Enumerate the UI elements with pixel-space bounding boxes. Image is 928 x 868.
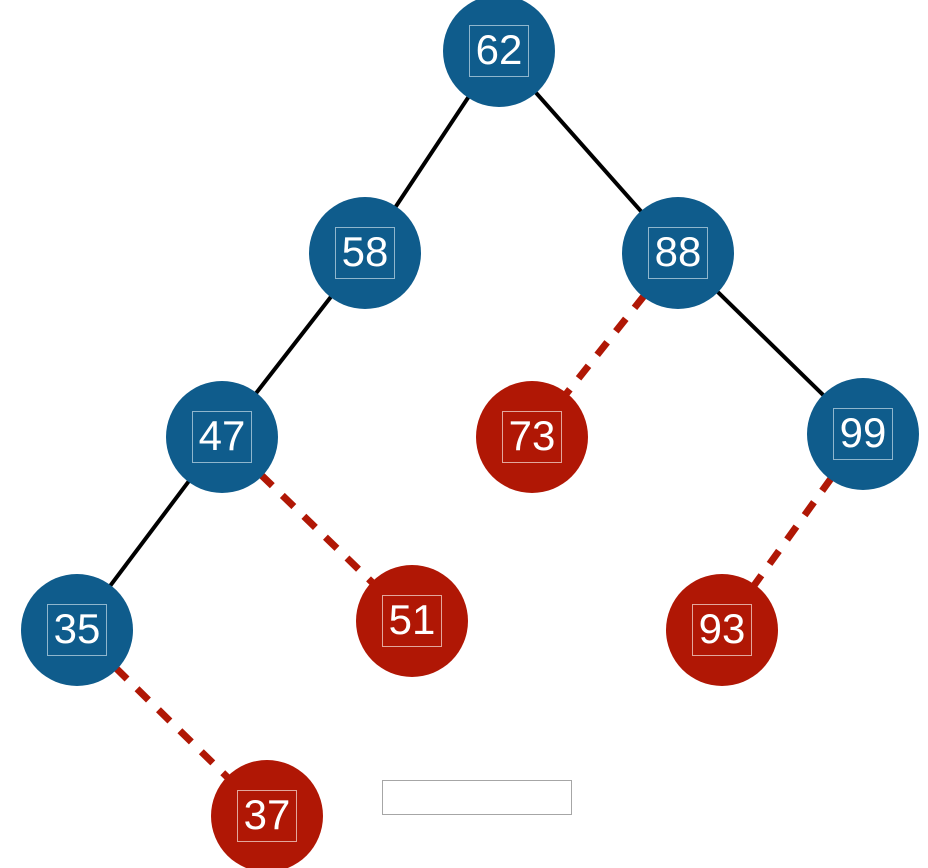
tree-node-label: 47 <box>191 411 253 463</box>
tree-node-35[interactable]: 35 <box>21 574 133 686</box>
tree-node-label: 37 <box>236 790 298 842</box>
tree-node-51[interactable]: 51 <box>356 565 468 677</box>
tree-node-label: 93 <box>691 604 753 656</box>
tree-node-47[interactable]: 47 <box>166 381 278 493</box>
tree-node-label: 51 <box>381 595 443 647</box>
tree-node-label: 35 <box>46 604 108 656</box>
tree-node-58[interactable]: 58 <box>309 197 421 309</box>
tree-node-62[interactable]: 62 <box>443 0 555 107</box>
tree-node-88[interactable]: 88 <box>622 197 734 309</box>
tree-node-label: 73 <box>501 411 563 463</box>
value-input[interactable] <box>382 780 572 815</box>
tree-node-99[interactable]: 99 <box>807 378 919 490</box>
tree-node-37[interactable]: 37 <box>211 760 323 868</box>
tree-node-73[interactable]: 73 <box>476 381 588 493</box>
tree-node-label: 62 <box>468 25 530 77</box>
tree-node-label: 99 <box>832 408 894 460</box>
tree-node-93[interactable]: 93 <box>666 574 778 686</box>
tree-node-label: 88 <box>647 227 709 279</box>
tree-node-label: 58 <box>334 227 396 279</box>
